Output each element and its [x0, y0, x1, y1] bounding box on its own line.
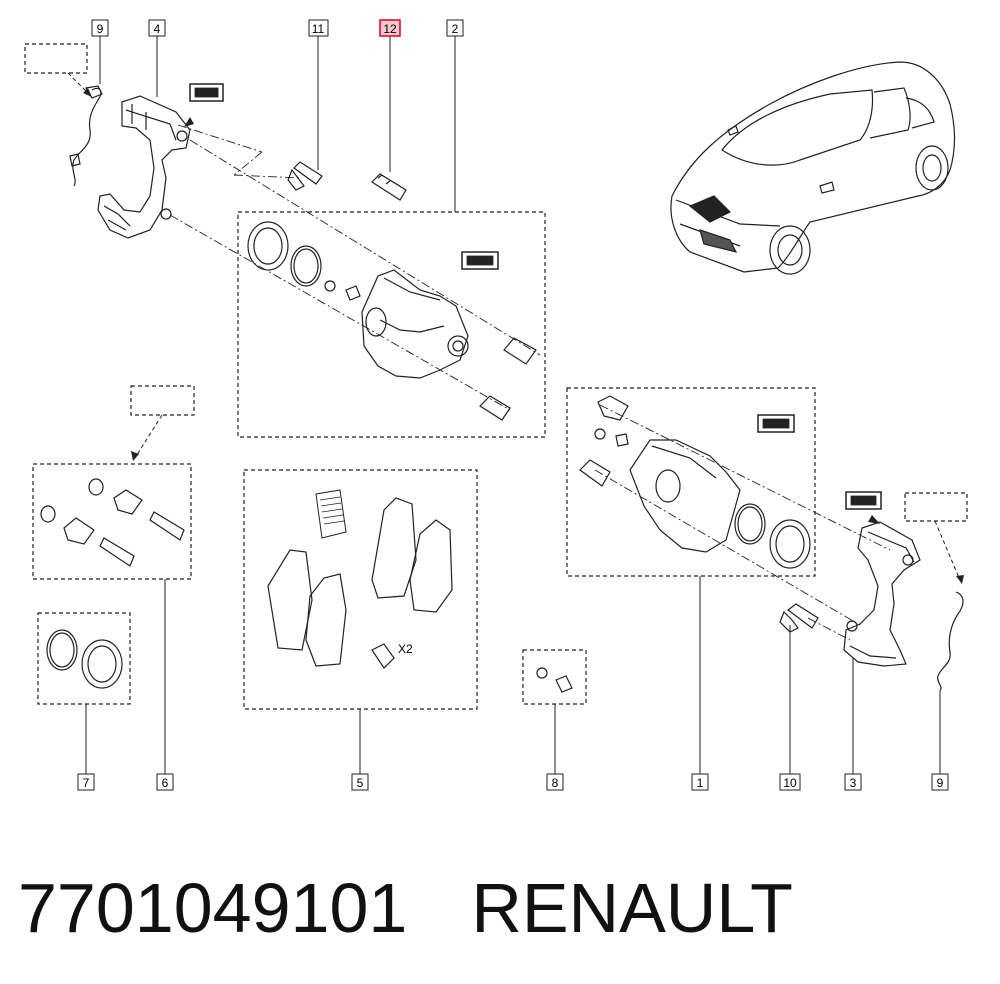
svg-text:2: 2 [452, 22, 459, 36]
leader-lines [67, 36, 961, 775]
callout-11: 11 [308, 19, 329, 37]
svg-text:3: 3 [850, 776, 857, 790]
svg-text:8: 8 [552, 776, 559, 790]
caption: 7701049101 RENAULT [18, 858, 793, 958]
svg-text:9: 9 [937, 776, 944, 790]
callout-8: 8 [546, 773, 564, 791]
guide-pin-12 [371, 173, 407, 201]
assembly-axes [169, 124, 891, 641]
callout-1: 1 [691, 773, 709, 791]
part-number: 7701049101 [18, 869, 408, 947]
carrier-bracket-left [97, 95, 191, 239]
quantity-label: X2 [398, 642, 413, 656]
arrow-heads [83, 88, 964, 584]
carrier-bracket-right [843, 521, 921, 667]
bolt-10 [779, 603, 819, 633]
car-illustration [670, 61, 956, 275]
component-plates [189, 83, 882, 510]
svg-text:7: 7 [83, 776, 90, 790]
wear-sensor-left [72, 87, 102, 187]
brand-name: RENAULT [471, 869, 793, 947]
pad-kit-5-parts [267, 489, 453, 669]
svg-text:12: 12 [383, 22, 397, 36]
ref-box-right [904, 492, 968, 522]
group-frames [24, 43, 968, 710]
callout-4: 4 [148, 19, 166, 37]
frame-seal-kit-7 [37, 612, 131, 705]
callout-6: 6 [156, 773, 174, 791]
guide-kit-6-parts [40, 478, 185, 567]
frame-guide-kit-6 [32, 463, 192, 580]
caliper-2-parts [247, 221, 537, 421]
callout-boxes: 9 4 11 12 2 7 6 5 [77, 19, 949, 791]
ref-box-left [130, 385, 195, 416]
callout-2: 2 [446, 19, 464, 37]
svg-text:4: 4 [154, 22, 161, 36]
callout-9-bottom: 9 [931, 773, 949, 791]
wear-sensor-right [937, 591, 964, 691]
callout-3: 3 [844, 773, 862, 791]
brake-caliper-exploded-diagram: 9 4 11 12 2 7 6 5 [24, 19, 968, 791]
bleed-kit-8-parts [536, 667, 573, 693]
ref-box-top-left [24, 43, 88, 74]
svg-text:11: 11 [312, 22, 325, 36]
callout-12-highlighted: 12 [379, 19, 401, 37]
svg-text:1: 1 [697, 776, 704, 790]
caliper-1-parts [579, 395, 811, 569]
frame-bleed-kit-8 [522, 649, 587, 705]
seal-kit-7-parts [46, 629, 123, 689]
svg-text:6: 6 [162, 776, 169, 790]
svg-text:9: 9 [97, 22, 104, 36]
frame-pads-5 [243, 469, 478, 710]
bolt-11 [287, 161, 323, 191]
callout-7: 7 [77, 773, 95, 791]
callout-9-top: 9 [91, 19, 109, 37]
svg-text:5: 5 [357, 776, 364, 790]
frame-caliper-1 [566, 387, 816, 577]
svg-text:10: 10 [783, 776, 797, 790]
callout-5: 5 [351, 773, 369, 791]
callout-10: 10 [779, 773, 801, 791]
